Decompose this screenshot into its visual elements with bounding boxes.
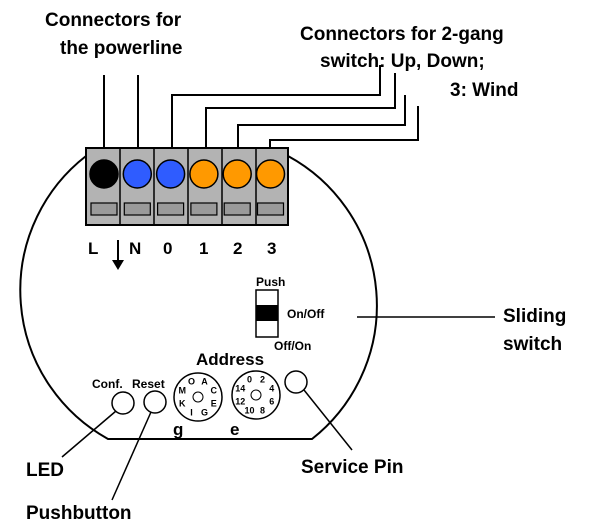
terminal-n bbox=[119, 148, 153, 225]
address-dial-g-label: g bbox=[173, 420, 183, 439]
terminal-label-0: 0 bbox=[163, 239, 172, 258]
terminal-slot bbox=[123, 202, 151, 216]
terminal-slot bbox=[90, 202, 118, 216]
dial-mark: 14 bbox=[235, 383, 245, 393]
wire-1 bbox=[205, 73, 396, 148]
terminal-1 bbox=[187, 148, 219, 225]
terminal-slot bbox=[223, 202, 251, 216]
dial-mark: G bbox=[201, 408, 208, 418]
terminal-l bbox=[89, 159, 119, 216]
dial-mark: 12 bbox=[235, 397, 245, 407]
terminal-label-l: L bbox=[88, 239, 98, 258]
callout-switch-line1: Connectors for 2-gang bbox=[300, 24, 504, 45]
terminal-labels: L N 0 1 2 3 bbox=[88, 239, 276, 258]
reset-pushbutton[interactable] bbox=[143, 390, 167, 414]
dial-mark: K bbox=[179, 399, 186, 409]
slider-label-on-off: On/Off bbox=[287, 307, 325, 321]
pushbutton-leader-line bbox=[111, 411, 152, 501]
dial-mark: I bbox=[190, 408, 193, 418]
callout-powerline-line2: the powerline bbox=[60, 38, 182, 59]
callout-sliding-line2: switch bbox=[503, 334, 562, 355]
terminal-screw bbox=[155, 159, 186, 189]
callout-switch-line3: 3: Wind bbox=[450, 80, 518, 101]
terminal-slot bbox=[157, 202, 185, 216]
terminal-label-3: 3 bbox=[267, 239, 276, 258]
dial-mark: 6 bbox=[269, 397, 274, 407]
terminal-3 bbox=[255, 148, 286, 225]
conf-label: Conf. bbox=[92, 377, 123, 391]
dial-mark: 4 bbox=[269, 383, 274, 393]
dial-center bbox=[192, 391, 204, 403]
dial-mark: C bbox=[210, 385, 217, 395]
terminal-2 bbox=[221, 148, 252, 225]
terminal-screw bbox=[122, 159, 153, 189]
service-pin-button[interactable] bbox=[284, 370, 308, 394]
terminal-screw bbox=[189, 159, 219, 189]
wire-3 bbox=[269, 106, 419, 148]
dial-mark: A bbox=[201, 376, 208, 386]
wire-2 bbox=[237, 95, 406, 148]
terminal-screw bbox=[255, 159, 286, 189]
slider-label-off-on: Off/On bbox=[274, 339, 311, 353]
led-leader-line bbox=[61, 410, 117, 458]
callout-service-pin: Service Pin bbox=[301, 457, 403, 478]
terminal-slot bbox=[190, 202, 218, 216]
terminal-label-2: 2 bbox=[233, 239, 242, 258]
led-indicator bbox=[111, 391, 135, 415]
dial-mark: 2 bbox=[260, 374, 265, 384]
terminal-label-n: N bbox=[129, 239, 141, 258]
wire-0 bbox=[171, 65, 381, 148]
slider-knob[interactable] bbox=[256, 305, 278, 321]
dial-mark: E bbox=[211, 399, 217, 409]
callout-led: LED bbox=[26, 460, 64, 481]
sliding-switch[interactable]: Push On/Off Off/On bbox=[255, 275, 325, 353]
reset-label: Reset bbox=[132, 377, 165, 391]
terminal-screw bbox=[89, 159, 119, 189]
callout-sliding-line1: Sliding bbox=[503, 306, 566, 327]
terminal-0 bbox=[153, 148, 186, 225]
callout-powerline-line1: Connectors for bbox=[45, 10, 182, 31]
callout-switch-line2: switch: Up, Down; bbox=[320, 51, 485, 72]
terminal-screw bbox=[222, 159, 252, 189]
terminal-label-1: 1 bbox=[199, 239, 208, 258]
dial-mark: 10 bbox=[244, 406, 254, 416]
connector-wires bbox=[103, 65, 419, 148]
callout-pushbutton: Pushbutton bbox=[26, 503, 132, 522]
dial-mark: O bbox=[188, 376, 195, 386]
terminal-block bbox=[85, 147, 289, 226]
dial-mark: 8 bbox=[260, 406, 265, 416]
device-outline bbox=[19, 155, 378, 440]
dial-mark: 0 bbox=[247, 374, 252, 384]
terminal-slot bbox=[256, 202, 285, 216]
dial-mark: M bbox=[179, 385, 187, 395]
address-dial-e-label: e bbox=[230, 420, 239, 439]
address-title: Address bbox=[196, 350, 264, 369]
slider-label-push: Push bbox=[256, 275, 285, 289]
ground-arrow-icon bbox=[112, 240, 124, 270]
dial-center bbox=[250, 389, 262, 401]
service-pin-leader-line bbox=[303, 389, 353, 451]
